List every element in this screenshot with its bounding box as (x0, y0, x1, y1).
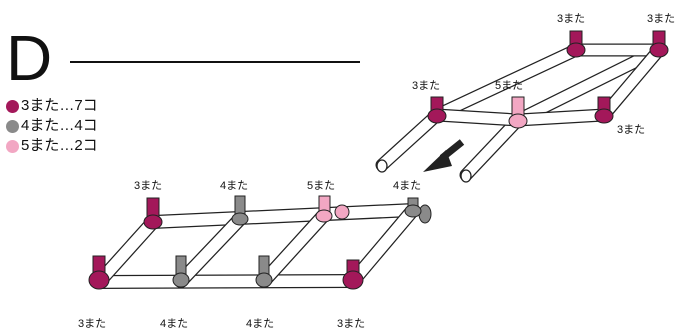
legend-label: 3また…7コ (21, 97, 98, 114)
joint-label: 4また (246, 318, 275, 330)
five-way-joint-icon (508, 96, 528, 129)
joint-label: 3また (557, 13, 586, 25)
joint-label: 3また (134, 180, 163, 192)
joint-label: 4また (160, 318, 189, 330)
legend-item-three-way: 3また…7コ (6, 96, 98, 116)
three-way-swatch-icon (6, 99, 19, 113)
joint-label: 3また (337, 318, 366, 330)
title-rule (70, 61, 360, 63)
four-way-swatch-icon (6, 119, 19, 133)
legend: 3また…7コ 4また…4コ 5また…2コ (6, 96, 98, 156)
joint-label: 3また (647, 13, 676, 25)
five-way-swatch-icon (6, 139, 19, 153)
joint-label: 3また (412, 80, 441, 92)
lower-joints (88, 195, 422, 290)
joint-label: 5また (495, 80, 524, 92)
three-way-joint-icon (342, 259, 364, 290)
legend-label: 4また…4コ (21, 117, 98, 134)
legend-item-five-way: 5また…2コ (6, 136, 98, 156)
five-way-joint-icon (315, 195, 333, 223)
joint-label: 3また (617, 124, 646, 136)
three-way-joint-icon (594, 96, 614, 124)
section-letter: D (6, 22, 53, 94)
legend-label: 5また…2コ (21, 137, 98, 154)
lower-frame (92, 203, 432, 289)
joint-label: 4また (220, 180, 249, 192)
four-way-joint-icon (255, 255, 273, 288)
upper-frame (375, 43, 666, 183)
three-way-joint-icon (649, 30, 669, 58)
three-way-joint-icon (143, 197, 163, 230)
four-way-joint-icon (404, 197, 422, 218)
three-way-joint-icon (566, 30, 586, 58)
upper-joints (427, 30, 669, 129)
joint-label: 4また (393, 180, 422, 192)
three-way-joint-icon (427, 96, 447, 124)
three-way-joint-icon (88, 255, 110, 290)
down-left-arrow-icon (423, 139, 465, 172)
joint-label: 5また (307, 180, 336, 192)
joint-label: 3また (78, 318, 107, 330)
legend-item-four-way: 4また…4コ (6, 116, 98, 136)
four-way-joint-icon (231, 195, 249, 226)
four-way-joint-icon (172, 255, 190, 288)
